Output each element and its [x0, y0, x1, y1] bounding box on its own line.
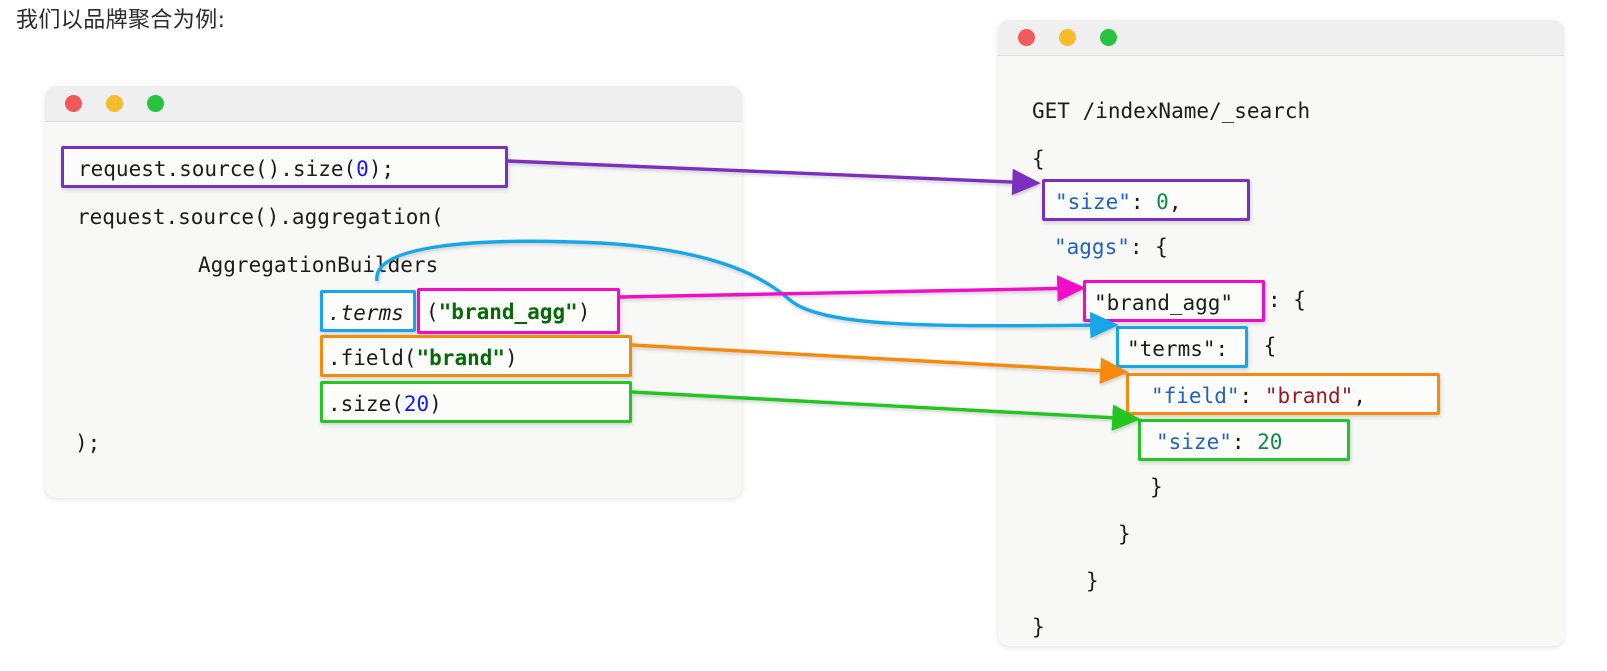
json-field-comma: , [1353, 384, 1366, 408]
json-close-brace-1: } [1150, 475, 1163, 499]
json-close-brace-3: } [1086, 569, 1099, 593]
json-terms-key: "terms": [1127, 337, 1229, 361]
json-request-line: GET /indexName/_search [1032, 99, 1311, 123]
java-brand-agg-string: "brand_agg" [438, 300, 578, 324]
minimize-dot[interactable] [1059, 29, 1076, 46]
json-field-text: "field": "brand", [1151, 383, 1366, 409]
json-size20-colon: : [1231, 430, 1258, 454]
json-aggs-rest: : { [1129, 235, 1168, 259]
java-size20-number: 20 [403, 392, 430, 416]
java-size-line: request.source().size(0); [78, 156, 394, 182]
left-window-titlebar [45, 86, 742, 122]
maximize-dot[interactable] [1100, 29, 1117, 46]
json-aggs-key: "aggs" [1054, 235, 1130, 259]
java-field-string: "brand" [416, 346, 506, 370]
json-size-key: "size" [1055, 190, 1131, 214]
right-window-titlebar [998, 20, 1564, 56]
java-field-prefix: .field( [328, 346, 417, 370]
json-field-highlight-box: "field": "brand", [1126, 373, 1440, 415]
json-field-key: "field" [1151, 384, 1240, 408]
minimize-dot[interactable] [106, 95, 123, 112]
java-closing-line: ); [75, 431, 101, 455]
json-terms-rest: { [1251, 334, 1277, 358]
java-aggregationbuilders-line: AggregationBuilders [198, 253, 439, 277]
java-code-body: request.source().size(0); request.source… [45, 122, 742, 498]
maximize-dot[interactable] [147, 95, 164, 112]
json-brand-agg-key: "brand_agg" [1094, 291, 1234, 315]
json-size-value: 0 [1156, 190, 1169, 214]
java-terms-label: .terms [328, 301, 404, 325]
page-title: 我们以品牌聚合为例: [16, 8, 226, 33]
java-brand-agg-highlight-box: ("brand_agg") [417, 288, 620, 334]
java-aggregation-line: request.source().aggregation( [77, 205, 444, 229]
json-close-brace-4: } [1032, 615, 1045, 639]
json-brand-agg-rest: : { [1268, 288, 1306, 312]
json-field-colon: : [1239, 384, 1265, 408]
java-field-suffix: ) [505, 346, 518, 370]
java-brand-agg-close: ) [577, 300, 591, 324]
java-size20-prefix: .size( [328, 392, 404, 416]
java-size-number: 0 [356, 157, 369, 181]
json-size-colon: : [1130, 190, 1157, 214]
java-size-highlight-box: request.source().size(0); [61, 146, 508, 188]
java-size20-highlight-box: .size(20) [320, 381, 632, 423]
json-size20-text: "size": 20 [1156, 429, 1282, 455]
json-aggs-line: "aggs": { [1054, 234, 1168, 260]
json-dsl-window: GET /indexName/_search { "size": 0, "agg… [998, 20, 1564, 646]
json-dsl-body: GET /indexName/_search { "size": 0, "agg… [998, 56, 1564, 646]
json-size-comma: , [1168, 190, 1182, 214]
java-size-suffix: ); [368, 157, 395, 181]
json-size20-value: 20 [1257, 430, 1283, 454]
json-terms-highlight-box: "terms": [1116, 326, 1248, 368]
java-size20-text: .size(20) [328, 391, 442, 417]
close-dot[interactable] [65, 95, 82, 112]
json-close-brace-2: } [1118, 522, 1131, 546]
java-field-text: .field("brand") [328, 345, 518, 371]
json-size20-highlight-box: "size": 20 [1138, 419, 1350, 461]
java-brand-agg-open: ( [426, 300, 439, 324]
java-size20-suffix: ) [429, 392, 442, 416]
json-size-highlight-box: "size": 0, [1042, 179, 1250, 221]
java-code-window: request.source().size(0); request.source… [45, 86, 742, 498]
json-brand-agg-highlight-box: "brand_agg" [1083, 280, 1265, 322]
close-dot[interactable] [1018, 29, 1035, 46]
java-terms-highlight-box: .terms [320, 290, 416, 332]
java-size-prefix: request.source().size( [78, 157, 357, 181]
json-open-brace: { [1032, 147, 1045, 171]
json-size20-key: "size" [1156, 430, 1232, 454]
json-field-value: "brand" [1264, 384, 1354, 408]
json-size-text: "size": 0, [1055, 189, 1181, 215]
java-brand-agg-text: ("brand_agg") [426, 299, 590, 325]
java-field-highlight-box: .field("brand") [320, 335, 632, 377]
